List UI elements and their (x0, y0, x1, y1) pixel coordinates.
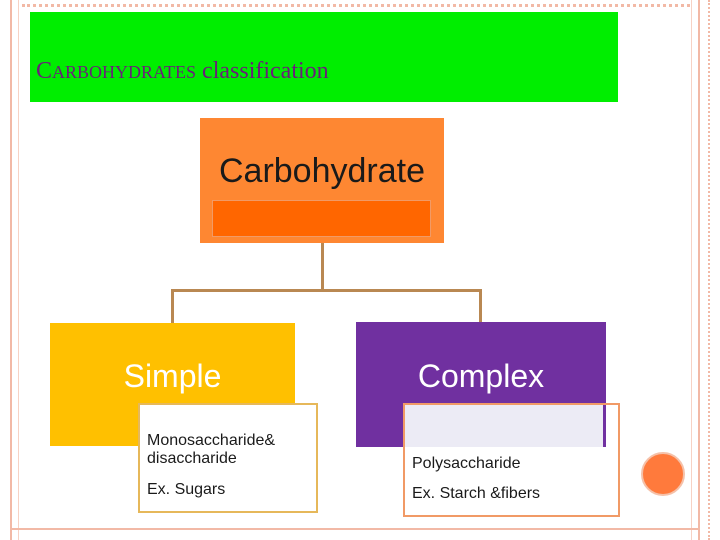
slide-frame-outer (10, 0, 700, 540)
node-complex-detail (403, 403, 620, 517)
node-carbohydrate-subbox (212, 200, 431, 237)
connector-to-complex (479, 289, 482, 323)
connector-to-simple (171, 289, 174, 324)
title-first-letter: C (36, 58, 53, 84)
simple-detail-line2: disaccharide (147, 450, 237, 467)
simple-detail-example: Ex. Sugars (147, 481, 226, 498)
node-complex-label: Complex (417, 358, 545, 394)
complex-detail-line1: Polysaccharide (412, 455, 521, 472)
connector-root-down (321, 243, 324, 291)
bottom-border (10, 528, 700, 530)
title-bar (30, 12, 618, 102)
slide-frame-inner (18, 0, 692, 540)
decorative-circle (641, 452, 685, 496)
right-dotted-border (708, 0, 710, 540)
node-carbohydrate: Carbohydrate (200, 118, 444, 243)
top-dotted-border (22, 4, 690, 10)
simple-detail-line1: Monosaccharide& (147, 432, 276, 449)
node-simple-label: Simple (123, 358, 222, 394)
node-complex-detail-header (403, 403, 603, 447)
title-caps: ARBOHYDRATES (52, 62, 197, 82)
title-suffix: classification (196, 58, 329, 84)
connector-horizontal (171, 289, 482, 292)
node-carbohydrate-label: Carbohydrate (218, 152, 425, 190)
slide-title: CARBOHYDRATES classification (36, 58, 329, 85)
complex-detail-example: Ex. Starch &fibers (412, 485, 541, 502)
node-simple-detail (138, 403, 318, 513)
